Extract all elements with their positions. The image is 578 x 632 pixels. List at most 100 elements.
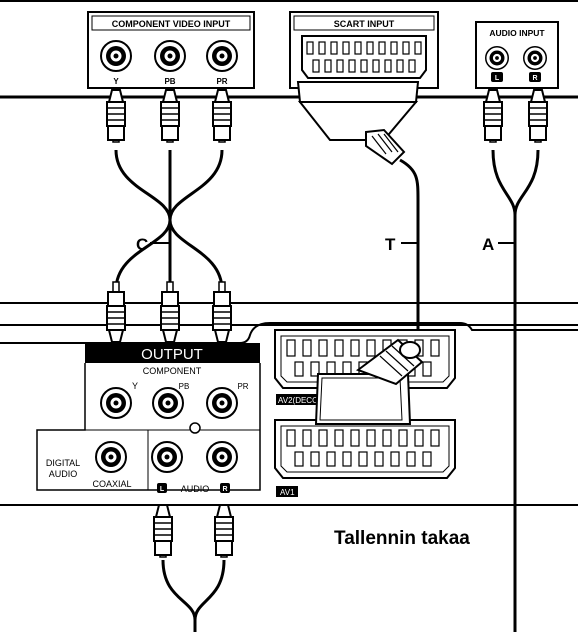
cable-t-label: T — [385, 235, 396, 254]
scart-pin — [312, 59, 320, 73]
output-panel: OUTPUT COMPONENT Y PB PR DIGITAL AUDIO C… — [36, 343, 261, 494]
tv-pr-jack[interactable] — [206, 40, 238, 72]
scart-pin — [390, 451, 400, 467]
component-cable-c — [114, 149, 224, 291]
recorder-rear-caption: Tallennin takaa — [334, 528, 470, 549]
scart-pin — [350, 429, 360, 447]
scart-pin — [408, 59, 416, 73]
scart-pin — [398, 429, 408, 447]
recorder-audio-l-label: L — [160, 486, 165, 493]
scart-pin — [318, 429, 328, 447]
scart-pin — [382, 429, 392, 447]
scart-pin — [326, 451, 336, 467]
tv-pb-label: PB — [164, 77, 175, 86]
scart-pin — [318, 339, 328, 357]
audio-input-label: AUDIO INPUT — [489, 28, 545, 38]
recorder-audio-l-jack[interactable] — [151, 441, 183, 473]
scart-pin — [348, 59, 356, 73]
scart-pin — [286, 339, 296, 357]
scart-pin — [396, 59, 404, 73]
scart-pin — [360, 59, 368, 73]
digital-audio-label-2: AUDIO — [49, 469, 78, 479]
coaxial-label: COAXIAL — [92, 479, 131, 489]
tv-pb-jack[interactable] — [154, 40, 186, 72]
scart-pin — [422, 361, 432, 377]
scart-pin — [402, 41, 410, 55]
scart-pin — [350, 339, 360, 357]
scart-pin — [318, 41, 326, 55]
tv-audio-l-label: L — [495, 75, 500, 82]
audio-cable-a — [491, 149, 540, 632]
tv-audio-l-jack[interactable] — [485, 46, 509, 70]
scart-pin — [430, 429, 440, 447]
scart-pin — [366, 339, 376, 357]
scart-pin — [414, 429, 424, 447]
cable-a-label: A — [482, 235, 494, 254]
scart-pin — [374, 451, 384, 467]
av2-label: AV2(DECO — [278, 396, 318, 405]
tv-y-jack[interactable] — [100, 40, 132, 72]
indicator-dot — [189, 422, 201, 434]
recorder-audio-r-jack[interactable] — [206, 441, 238, 473]
scart-pin — [330, 41, 338, 55]
scart-pin — [384, 59, 392, 73]
scart-pin — [302, 339, 312, 357]
recorder-audio-plugs — [153, 504, 234, 558]
cable-c-label: C — [136, 235, 148, 254]
tv-audio-r-label: R — [532, 75, 537, 82]
recorder-audio-cable — [161, 559, 226, 632]
scart-input-panel: SCART INPUT — [289, 11, 439, 89]
scart-pin — [366, 429, 376, 447]
scart-pin — [294, 451, 304, 467]
tv-audio-r-jack[interactable] — [523, 46, 547, 70]
recorder-pb-label: PB — [179, 382, 190, 391]
tv-scart-plug — [296, 81, 420, 166]
scart-pin — [302, 429, 312, 447]
recorder-pr-label: PR — [237, 382, 248, 391]
output-label: OUTPUT — [141, 346, 203, 363]
recorder-scart-plug — [314, 338, 424, 425]
scart-pin — [354, 41, 362, 55]
recorder-audio-r-label: R — [222, 486, 227, 493]
recorder-back-panel — [0, 302, 578, 506]
av1-label: AV1 — [280, 488, 295, 497]
scart-pin — [306, 41, 314, 55]
scart-pin — [358, 451, 368, 467]
digital-audio-label-1: DIGITAL — [46, 458, 80, 468]
scart-pin — [336, 59, 344, 73]
scart-pin — [414, 41, 422, 55]
recorder-y-jack[interactable] — [100, 387, 132, 419]
scart-pin — [342, 41, 350, 55]
scart-pin — [294, 361, 304, 377]
scart-pin — [334, 429, 344, 447]
scart-pin — [310, 361, 320, 377]
coaxial-jack[interactable] — [95, 441, 127, 473]
recorder-component-plugs — [106, 281, 232, 343]
audio-input-panel: AUDIO INPUT L R — [475, 21, 559, 89]
scart-pin — [310, 451, 320, 467]
av1-scart-connector: AV1 — [274, 419, 456, 497]
tv-y-label: Y — [113, 77, 119, 86]
scart-cable-t — [399, 158, 420, 330]
scart-pin — [378, 41, 386, 55]
cable-labels: C T A — [136, 235, 515, 254]
recorder-y-label: Y — [132, 381, 138, 391]
component-label: COMPONENT — [143, 366, 202, 376]
scart-pin — [422, 451, 432, 467]
scart-pin — [390, 41, 398, 55]
recorder-pr-jack[interactable] — [206, 387, 238, 419]
scart-pin — [366, 41, 374, 55]
scart-pin — [406, 451, 416, 467]
scart-pin — [324, 59, 332, 73]
recorder-pb-jack[interactable] — [152, 387, 184, 419]
scart-pin — [372, 59, 380, 73]
recorder-audio-label: AUDIO — [181, 484, 210, 494]
scart-pin — [286, 429, 296, 447]
scart-input-label: SCART INPUT — [334, 19, 395, 29]
component-video-input-label: COMPONENT VIDEO INPUT — [112, 19, 231, 29]
scart-pin — [342, 451, 352, 467]
scart-pin — [430, 339, 440, 357]
tv-pr-label: PR — [216, 77, 227, 86]
component-video-input-panel: COMPONENT VIDEO INPUT Y PB PR — [87, 11, 255, 89]
